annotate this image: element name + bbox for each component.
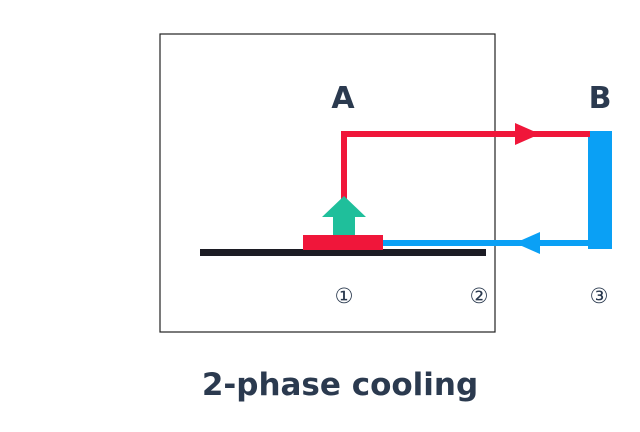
arrow-up-icon (322, 196, 366, 236)
diagram-caption: 2-phase cooling (202, 367, 478, 403)
base-plate (200, 249, 486, 256)
condenser-block-b (588, 131, 612, 249)
arrow-left-icon (515, 232, 540, 254)
heat-source-block (303, 235, 383, 250)
label-a: A (331, 81, 355, 116)
marker-3: ③ (590, 284, 609, 308)
cold-return-line (381, 136, 601, 246)
marker-2: ② (470, 284, 489, 308)
marker-1: ① (335, 284, 354, 308)
arrow-right-icon (515, 123, 540, 145)
enclosure-frame (159, 33, 496, 333)
label-b: B (589, 81, 612, 116)
hot-vapor-line (341, 131, 590, 207)
